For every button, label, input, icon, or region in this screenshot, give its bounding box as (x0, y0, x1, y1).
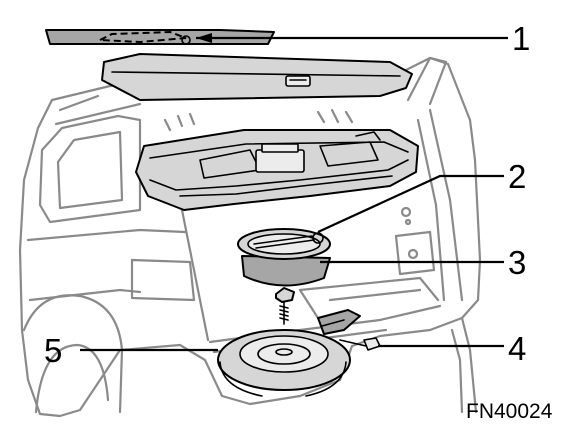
jack (317, 309, 385, 351)
figure-id: FN40024 (466, 400, 553, 423)
callout-4: 4 (508, 330, 526, 367)
callout-labels: 1 2 3 4 5 (44, 20, 530, 369)
deck-board-upper (101, 53, 413, 101)
callout-2: 2 (508, 158, 526, 195)
callout-3: 3 (508, 244, 526, 281)
callout-5: 5 (44, 332, 62, 369)
luggage-storage-tray (135, 129, 419, 211)
spare-tire-bolt (275, 287, 295, 325)
tonneau-cover-panel (45, 29, 275, 45)
spare-tire (217, 329, 351, 397)
callout-1: 1 (512, 20, 530, 57)
tool-tray (237, 228, 331, 287)
leader-lines (80, 33, 508, 352)
